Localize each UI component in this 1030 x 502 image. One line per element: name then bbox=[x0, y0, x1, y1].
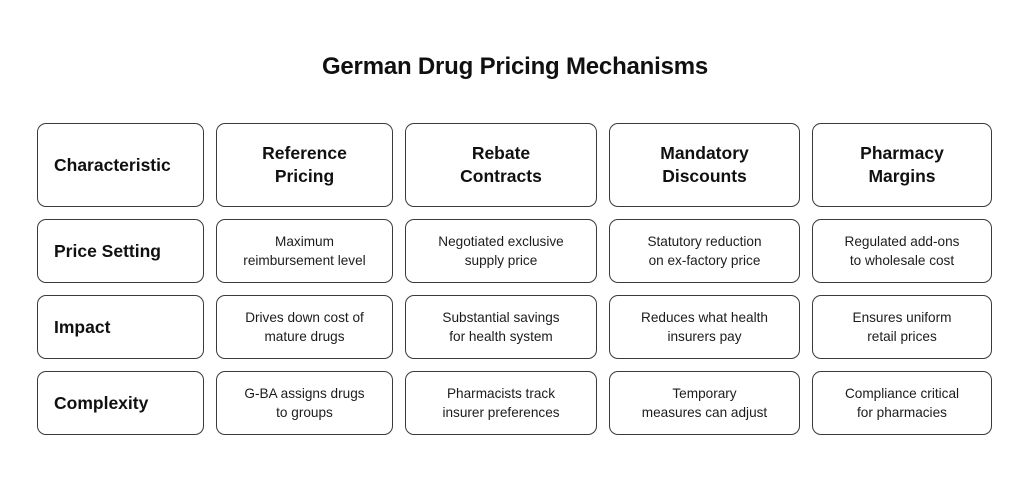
row-label-text: Price Setting bbox=[54, 241, 161, 261]
row-label-impact[interactable]: Impact bbox=[37, 295, 204, 359]
row-label-price-setting[interactable]: Price Setting bbox=[37, 219, 204, 283]
row-label-complexity[interactable]: Complexity bbox=[37, 371, 204, 435]
row-label-text: Complexity bbox=[54, 393, 149, 413]
row-label-text: Impact bbox=[54, 317, 111, 337]
page-title: German Drug Pricing Mechanisms bbox=[321, 53, 709, 80]
header-label: Characteristic bbox=[54, 154, 171, 175]
header-cell-characteristic[interactable]: Characteristic bbox=[37, 123, 204, 207]
